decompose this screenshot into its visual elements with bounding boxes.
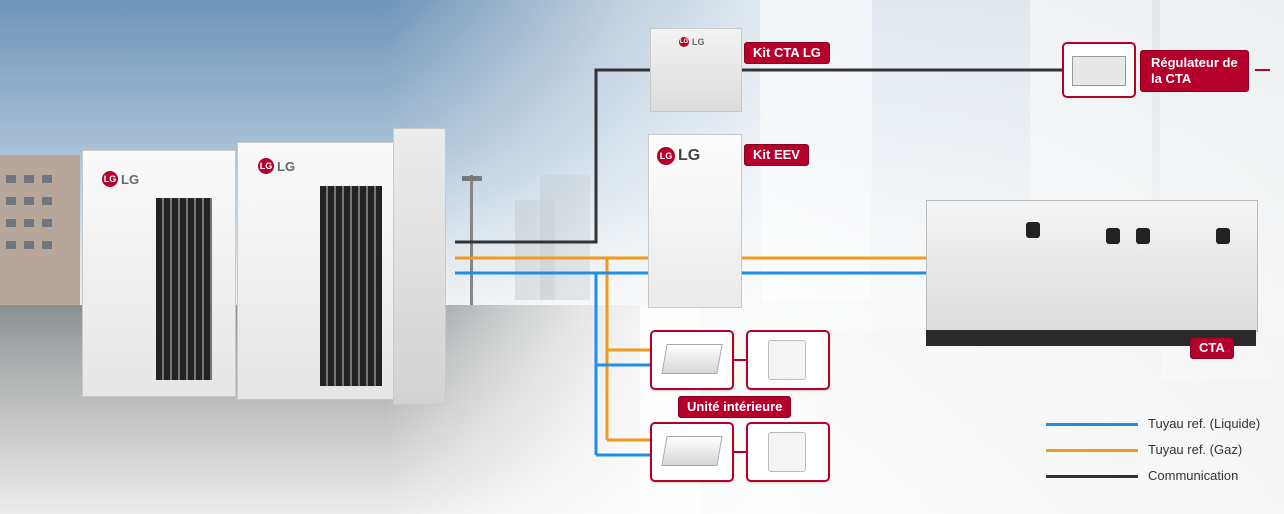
controller-screen	[768, 432, 806, 472]
kit-cta-cabinet: LG LG	[650, 28, 742, 112]
air-handling-unit-icon	[926, 186, 1258, 352]
outdoor-unit-icon: LG LG LG LG	[82, 128, 446, 410]
label-unite-interieure: Unité intérieure	[678, 396, 792, 418]
brand-logo: LG LG	[102, 171, 140, 187]
legend-label: Tuyau ref. (Liquide)	[1148, 416, 1261, 431]
legend-label: Communication	[1148, 468, 1239, 483]
label-kit-cta-lg: Kit CTA LG	[744, 42, 830, 64]
label-regulateur-cta: Régulateur de la CTA	[1140, 50, 1249, 92]
legend-item-liquid: Tuyau ref. (Liquide)	[1044, 414, 1280, 434]
label-kit-eev: Kit EEV	[744, 144, 809, 166]
fan-grille	[320, 186, 382, 386]
ahu-window	[1106, 228, 1120, 244]
brand-logo: LG LG	[679, 37, 705, 47]
label-cta: CTA	[1190, 337, 1234, 359]
label-regulateur-line2: la CTA	[1151, 71, 1192, 86]
ahu-window	[1216, 228, 1230, 244]
cassette-unit-icon	[650, 330, 734, 390]
ahu-window	[1026, 222, 1040, 238]
brand-logo: LG LG	[258, 158, 296, 174]
legend-item-communication: Communication	[1044, 466, 1280, 486]
cassette-body	[661, 436, 723, 466]
brand-logo: LG LG	[657, 147, 700, 165]
legend-item-gas: Tuyau ref. (Gaz)	[1044, 440, 1280, 460]
controller-body	[1072, 56, 1126, 86]
label-regulateur-line1: Régulateur de	[1151, 55, 1238, 70]
ahu-body	[926, 200, 1258, 332]
legend-label: Tuyau ref. (Gaz)	[1148, 442, 1243, 457]
wall-controller-icon	[746, 330, 830, 390]
ahu-base	[926, 330, 1256, 346]
legend-swatch	[1046, 423, 1138, 426]
cassette-unit-icon	[650, 422, 734, 482]
communication-line	[455, 68, 650, 244]
outdoor-module-side	[393, 128, 446, 405]
ahu-window	[1136, 228, 1150, 244]
cassette-body	[661, 344, 723, 374]
controller-device-icon	[1062, 42, 1136, 98]
wall-controller-icon	[746, 422, 830, 482]
controller-screen	[768, 340, 806, 380]
legend-swatch	[1046, 449, 1138, 452]
legend-swatch	[1046, 475, 1138, 478]
kit-eev-cabinet: LG LG	[648, 134, 742, 308]
fan-grille	[156, 198, 212, 380]
